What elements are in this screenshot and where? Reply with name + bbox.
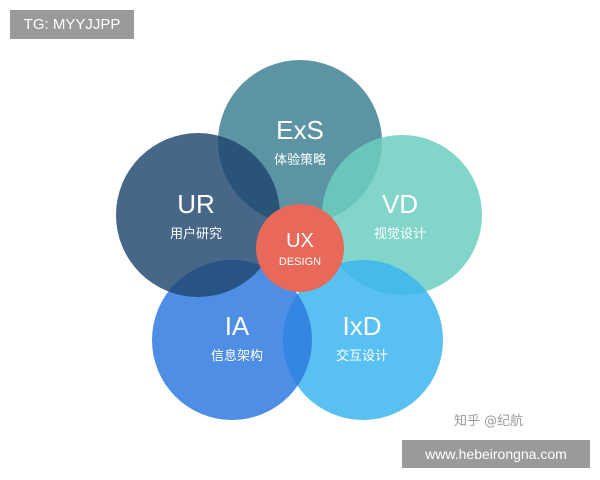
petal-ia-subtitle: 信息架构 [211, 348, 263, 364]
center-title: UX [286, 230, 314, 252]
petal-ur-subtitle: 用户研究 [170, 226, 222, 242]
petal-vd-circle [322, 135, 482, 295]
petal-exs-subtitle: 体验策略 [274, 152, 326, 168]
zhihu-credit: 知乎 @纪航 [454, 414, 524, 429]
petal-ia-circle [152, 260, 312, 420]
petal-ixd-circle [283, 260, 443, 420]
petal-ixd-title: IxD [343, 311, 382, 341]
petal-exs-title: ExS [276, 115, 324, 145]
center-ux-circle [256, 204, 344, 292]
watermark-url: www.hebeirongna.com [402, 440, 590, 468]
petal-vd-title: VD [382, 189, 418, 219]
petal-ia-title: IA [225, 311, 250, 341]
petal-vd-subtitle: 视觉设计 [374, 227, 426, 242]
tg-tag: TG: MYYJJPP [10, 10, 134, 39]
petal-ur-title: UR [177, 189, 215, 219]
center-subtitle: DESIGN [279, 256, 321, 268]
petal-ur-circle [116, 133, 280, 297]
petal-ixd-subtitle: 交互设计 [336, 348, 388, 364]
